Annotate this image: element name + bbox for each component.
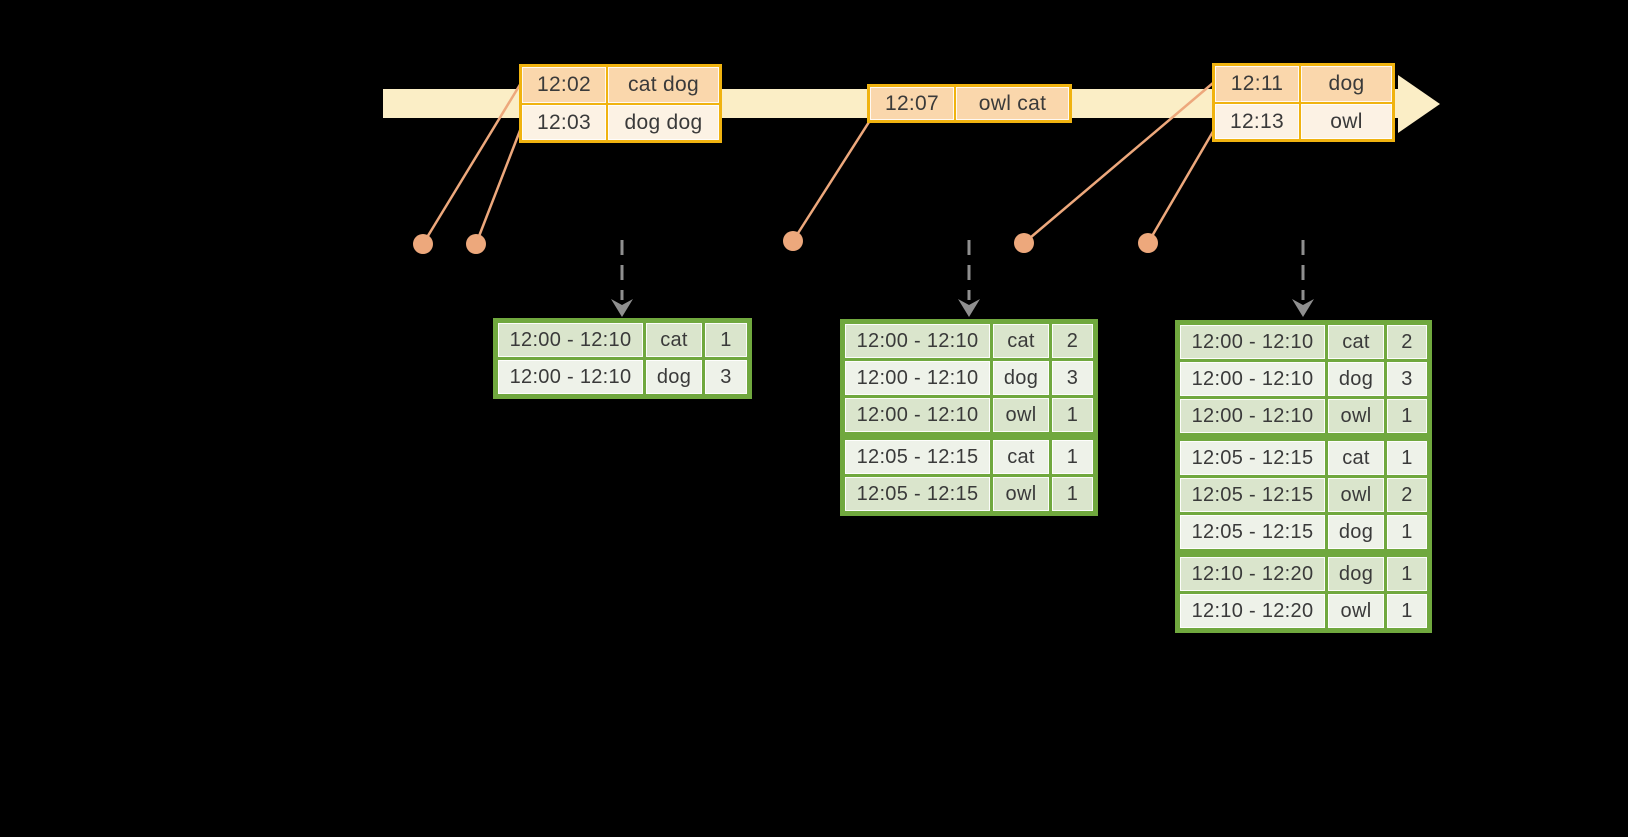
connector-line [421,82,523,245]
count-cell: 1 [1052,477,1093,511]
words-cell: dog [1301,66,1392,102]
time-cell: 12:11 [1215,66,1299,102]
connector-line [1023,82,1214,244]
window-cell: 12:00 - 12:10 [498,360,643,394]
word-cell: owl [993,477,1049,511]
connector-line [1146,122,1220,244]
connector-line [474,127,523,245]
word-cell: owl [993,398,1049,432]
window-cell: 12:00 - 12:10 [1180,399,1325,433]
count-cell: 2 [1387,325,1427,359]
window-cell: 12:00 - 12:10 [845,398,990,432]
count-cell: 3 [1387,362,1427,396]
window-cell: 12:00 - 12:10 [498,323,643,357]
trigger-arrowhead-icon [958,299,980,317]
window-cell: 12:05 - 12:15 [1180,478,1325,512]
count-cell: 1 [1387,557,1427,591]
window-cell: 12:00 - 12:10 [1180,325,1325,359]
event-connector-lines [421,82,1220,245]
words-cell: dog dog [608,104,719,140]
count-cell: 1 [1387,441,1427,475]
event-time-arrowhead-icon [1398,75,1440,133]
word-cell: cat [1328,325,1384,359]
words-cell: owl [1301,103,1392,139]
window-cell: 12:00 - 12:10 [845,324,990,358]
window-cell: 12:10 - 12:20 [1180,594,1325,628]
count-cell: 2 [1052,324,1093,358]
event-dot [1014,233,1034,253]
window-cell: 12:00 - 12:10 [845,361,990,395]
count-cell: 3 [1052,361,1093,395]
trigger-arrowhead-icon [1292,299,1314,317]
word-cell: owl [1328,594,1384,628]
count-cell: 1 [1387,399,1427,433]
word-cell: dog [993,361,1049,395]
word-cell: dog [1328,557,1384,591]
word-cell: dog [1328,515,1384,549]
window-cell: 12:05 - 12:15 [1180,515,1325,549]
count-cell: 3 [705,360,747,394]
word-cell: cat [993,440,1049,474]
time-cell: 12:07 [870,87,954,120]
word-cell: cat [646,323,702,357]
event-dots [413,231,1158,254]
words-cell: cat dog [608,67,719,103]
time-cell: 12:13 [1215,103,1299,139]
word-cell: cat [1328,441,1384,475]
trigger-arrowhead-icon [611,299,633,317]
trigger-arrows [611,240,1314,317]
window-cell: 12:05 - 12:15 [845,440,990,474]
count-cell: 1 [1387,515,1427,549]
words-cell: owl cat [956,87,1069,120]
event-dot [466,234,486,254]
count-cell: 2 [1387,478,1427,512]
window-cell: 12:00 - 12:10 [1180,362,1325,396]
count-cell: 1 [1052,398,1093,432]
time-cell: 12:02 [522,67,606,103]
word-cell: owl [1328,399,1384,433]
window-cell: 12:10 - 12:20 [1180,557,1325,591]
count-cell: 1 [1052,440,1093,474]
window-cell: 12:05 - 12:15 [845,477,990,511]
event-dot [1138,233,1158,253]
word-cell: dog [646,360,702,394]
word-cell: dog [1328,362,1384,396]
time-cell: 12:03 [522,104,606,140]
count-cell: 1 [705,323,747,357]
window-cell: 12:05 - 12:15 [1180,441,1325,475]
event-dot [783,231,803,251]
word-cell: cat [993,324,1049,358]
event-dot [413,234,433,254]
word-cell: owl [1328,478,1384,512]
connector-line [791,121,871,242]
count-cell: 1 [1387,594,1427,628]
